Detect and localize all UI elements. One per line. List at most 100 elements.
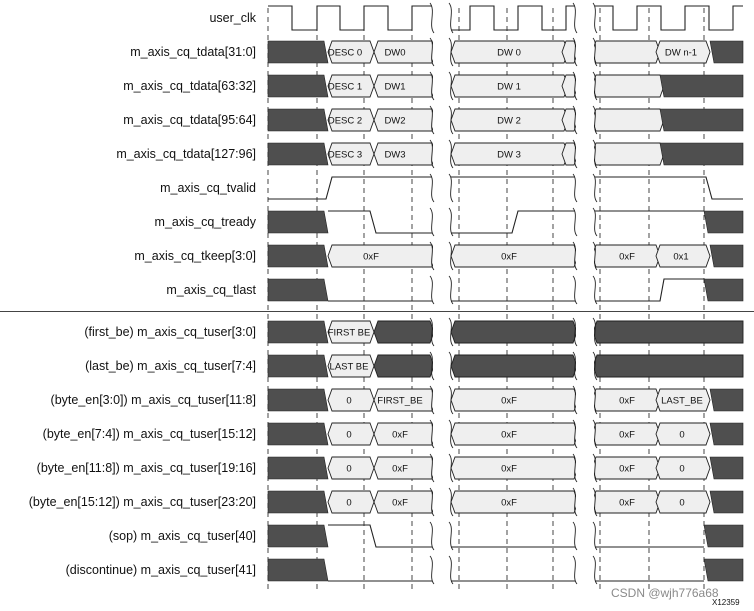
time-break-curve bbox=[429, 453, 435, 483]
undefined-block bbox=[703, 524, 744, 548]
undefined-block bbox=[267, 210, 329, 234]
data-cell bbox=[655, 244, 711, 268]
data-cell bbox=[655, 388, 711, 412]
watermark: CSDN @wjh776a68 bbox=[611, 586, 719, 600]
time-break-gap bbox=[576, 106, 594, 134]
time-break-curve bbox=[448, 207, 454, 237]
data-cell-text: DW 0 bbox=[497, 48, 521, 59]
signal-label: m_axis_cq_tdata[127:96] bbox=[116, 147, 256, 161]
time-break-curve bbox=[572, 385, 578, 415]
signal-label: m_axis_cq_tkeep[3:0] bbox=[134, 249, 256, 263]
row-bg bbox=[266, 277, 746, 303]
data-cell-text: FIRST BE bbox=[328, 328, 371, 339]
time-break-gap bbox=[576, 454, 594, 482]
time-break-curve bbox=[429, 385, 435, 415]
idle-data-block bbox=[450, 320, 578, 344]
time-break-gap bbox=[433, 454, 450, 482]
time-break-curve bbox=[572, 521, 578, 551]
time-break-curve bbox=[429, 173, 435, 203]
time-break-curve bbox=[448, 351, 454, 381]
idle-data-block bbox=[709, 244, 744, 268]
data-cell-text: 0 bbox=[346, 498, 351, 509]
time-break-curve bbox=[592, 419, 598, 449]
idle-data-block bbox=[267, 244, 329, 268]
time-break-curve bbox=[592, 207, 598, 237]
time-break-curve bbox=[429, 351, 435, 381]
data-cell-text: LAST_BE bbox=[661, 396, 703, 407]
time-break-curve bbox=[592, 2, 598, 34]
data-cell-text: 0 bbox=[679, 430, 684, 441]
time-break-curve bbox=[429, 419, 435, 449]
data-cell bbox=[561, 142, 579, 166]
time-break-curve bbox=[448, 139, 454, 169]
time-break-gap bbox=[433, 276, 450, 304]
data-cell-text: DESC 1 bbox=[328, 82, 362, 93]
idle-data-block bbox=[267, 388, 329, 412]
row-bg bbox=[266, 557, 746, 583]
idle-data-block bbox=[659, 74, 744, 98]
time-break-curve bbox=[572, 487, 578, 517]
idle-data-block bbox=[450, 354, 578, 378]
idle-data-block bbox=[592, 354, 744, 378]
time-break-curve bbox=[429, 37, 435, 67]
tlast-wave bbox=[595, 278, 704, 302]
data-cell-text: 0 bbox=[679, 498, 684, 509]
signal-label: (sop) m_axis_cq_tuser[40] bbox=[109, 529, 256, 543]
time-break-gap bbox=[433, 140, 450, 168]
time-break-gap bbox=[433, 318, 450, 346]
idle-data-block bbox=[709, 388, 744, 412]
data-cell-text: 0xF bbox=[501, 498, 517, 509]
time-break-curve bbox=[592, 173, 598, 203]
time-break-curve bbox=[429, 139, 435, 169]
time-break-curve bbox=[592, 241, 598, 271]
data-cell bbox=[655, 40, 711, 64]
signal-label: (last_be) m_axis_cq_tuser[7:4] bbox=[85, 359, 256, 373]
time-break-gap bbox=[576, 386, 594, 414]
tvalid-wave bbox=[595, 176, 743, 200]
undefined-block bbox=[703, 278, 744, 302]
time-break-curve bbox=[448, 317, 454, 347]
signal-label: (byte_en[3:0]) m_axis_cq_tuser[11:8] bbox=[51, 393, 256, 407]
time-break-curve bbox=[448, 241, 454, 271]
data-cell-text: 0 bbox=[679, 464, 684, 475]
time-break-curve bbox=[448, 419, 454, 449]
time-break-curve bbox=[448, 2, 454, 34]
time-break-curve bbox=[448, 105, 454, 135]
time-break-curve bbox=[592, 555, 598, 585]
data-cell-text: 0xF bbox=[392, 498, 408, 509]
time-break-curve bbox=[429, 275, 435, 305]
data-cell-text: 0xF bbox=[501, 396, 517, 407]
data-cell-text: 0xF bbox=[619, 430, 635, 441]
data-cell-text: DESC 0 bbox=[328, 48, 362, 59]
data-cell-text: FIRST_BE bbox=[377, 396, 422, 407]
idle-data-block bbox=[267, 142, 329, 166]
signal-label: (byte_en[7:4]) m_axis_cq_tuser[15:12] bbox=[43, 427, 256, 441]
idle-data-block bbox=[267, 320, 329, 344]
time-break-gap bbox=[433, 174, 450, 202]
time-break-curve bbox=[572, 71, 578, 101]
time-break-gap bbox=[576, 318, 594, 346]
time-break-gap bbox=[433, 208, 450, 236]
idle-data-block bbox=[373, 320, 435, 344]
data-cell bbox=[591, 108, 665, 132]
time-break-curve bbox=[448, 71, 454, 101]
data-cell-text: DESC 2 bbox=[328, 116, 362, 127]
data-cell bbox=[655, 422, 711, 446]
row-bg bbox=[266, 523, 746, 549]
time-break-gap bbox=[576, 352, 594, 380]
time-break-curve bbox=[448, 385, 454, 415]
time-break-gap bbox=[576, 488, 594, 516]
data-cell-text: 0xF bbox=[619, 498, 635, 509]
data-cell-text: 0xF bbox=[363, 252, 379, 263]
idle-data-block bbox=[709, 490, 744, 514]
time-break-curve bbox=[429, 207, 435, 237]
time-break-gap bbox=[576, 72, 594, 100]
data-cell-text: DW n-1 bbox=[665, 48, 697, 59]
time-break-curve bbox=[572, 173, 578, 203]
undefined-block bbox=[703, 210, 744, 234]
data-cell-text: DW3 bbox=[384, 150, 405, 161]
undefined-block bbox=[267, 524, 329, 548]
time-break-curve bbox=[448, 555, 454, 585]
signal-label: m_axis_cq_tdata[63:32] bbox=[123, 79, 256, 93]
